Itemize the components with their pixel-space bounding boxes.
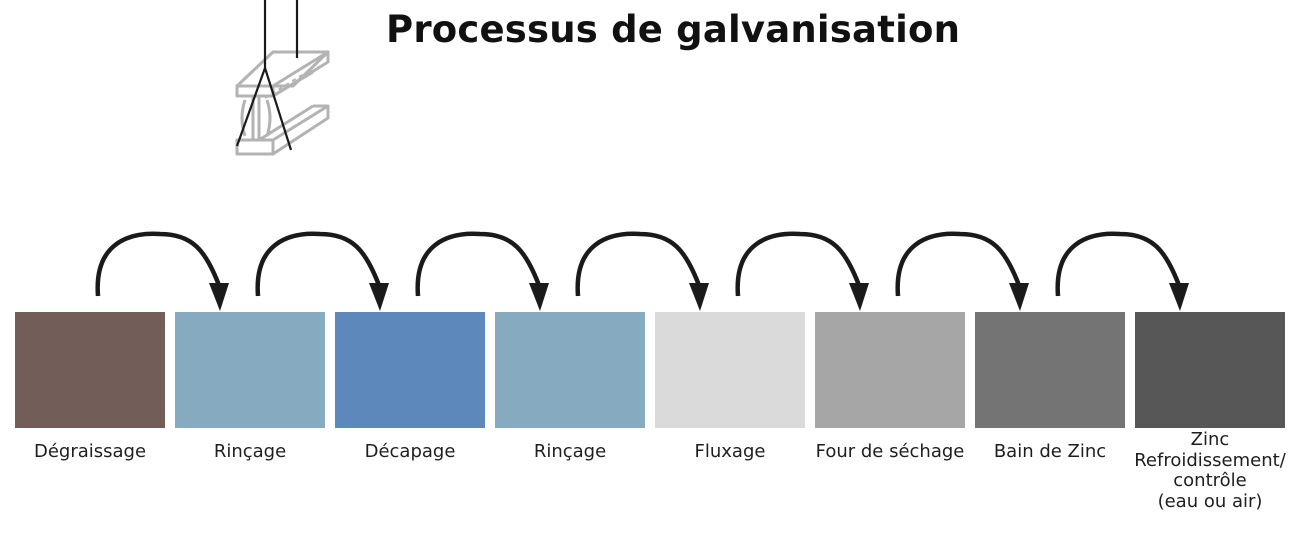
step-label: Dégraissage [33, 441, 147, 462]
step-label: Four de séchage [815, 441, 965, 462]
curved-arrow-icon [735, 231, 869, 311]
step-box [1135, 312, 1285, 428]
step-label: Décapage [364, 441, 456, 462]
step-label: Bain de Zinc [993, 441, 1107, 462]
step-label: Zinc Refroidissement/ contrôle (eau ou a… [1134, 429, 1286, 512]
curved-arrow-icon [255, 231, 389, 311]
step-box [975, 312, 1125, 428]
curved-arrow-icon [95, 231, 229, 311]
step-label: Fluxage [694, 441, 766, 462]
step-box [175, 312, 325, 428]
step-box [655, 312, 805, 428]
curved-arrow-icon [1055, 231, 1189, 311]
step-label: Rinçage [213, 441, 287, 462]
step-box [815, 312, 965, 428]
step-box [15, 312, 165, 428]
curved-arrow-icon [895, 231, 1029, 311]
page-title: Processus de galvanisation [386, 8, 961, 51]
step-box [495, 312, 645, 428]
curved-arrow-icon [415, 231, 549, 311]
curved-arrow-icon [575, 231, 709, 311]
step-label: Rinçage [533, 441, 607, 462]
steel-i-beam-on-hoist-icon [235, 0, 330, 156]
step-box [335, 312, 485, 428]
